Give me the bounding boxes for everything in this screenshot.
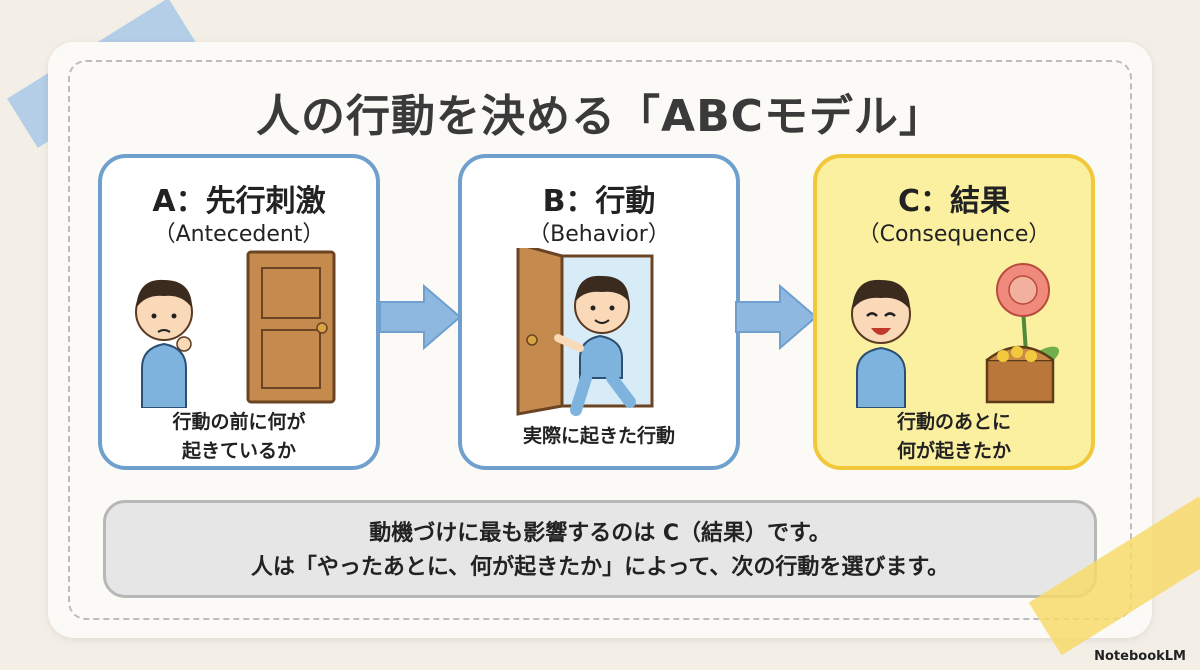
panel-antecedent: A：先行刺激 （Antecedent） 行動の前に何が 起きているか bbox=[98, 154, 380, 470]
caption-line-2: 起きているか bbox=[181, 440, 296, 463]
worried-person-door-illustration bbox=[135, 250, 336, 408]
caption-line-1: 行動のあとに bbox=[896, 411, 1011, 433]
dashed-border bbox=[68, 60, 1132, 620]
summary-box: 動機づけに最も影響するのは C（結果）です。 人は「やったあとに、何が起きたか」… bbox=[103, 500, 1097, 598]
arrow-right-icon bbox=[735, 283, 818, 351]
panel-behavior: B：行動 （Behavior） 実際に起きた行動 bbox=[458, 154, 740, 470]
panel-title: C：結果 bbox=[897, 184, 1011, 219]
slide-card: 人の行動を決める「ABCモデル」 A：先行刺激 （Antecedent） 行動の… bbox=[48, 42, 1152, 638]
caption-line-1: 行動の前に何が bbox=[172, 411, 306, 433]
summary-line-2: 人は「やったあとに、何が起きたか」によって、次の行動を選びます。 bbox=[250, 555, 950, 581]
caption-line-1: 実際に起きた行動 bbox=[522, 425, 675, 447]
happy-person-treasure-illustration bbox=[851, 263, 1060, 408]
panel-caption: 行動の前に何が 起きているか bbox=[102, 408, 376, 467]
panel-consequence: C：結果 （Consequence） 行動のあとに 何が起きたか bbox=[813, 154, 1095, 470]
panel-title: B：行動 bbox=[542, 184, 656, 219]
panel-title: A：先行刺激 bbox=[152, 184, 326, 219]
brand-label: NotebookLM bbox=[1094, 649, 1186, 664]
arrow-right-icon bbox=[379, 283, 462, 351]
panel-subtitle: （Consequence） bbox=[857, 222, 1051, 247]
person-walking-through-door-illustration bbox=[516, 248, 654, 416]
caption-line-2: 何が起きたか bbox=[896, 440, 1011, 463]
panel-subtitle: （Behavior） bbox=[528, 222, 670, 247]
slide-title: 人の行動を決める「ABCモデル」 bbox=[256, 91, 944, 142]
panel-caption: 行動のあとに 何が起きたか bbox=[817, 408, 1091, 467]
panel-subtitle: （Antecedent） bbox=[153, 222, 325, 247]
summary-line-1: 動機づけに最も影響するのは C（結果）です。 bbox=[369, 521, 831, 546]
panel-caption: 実際に起きた行動 bbox=[462, 422, 736, 451]
